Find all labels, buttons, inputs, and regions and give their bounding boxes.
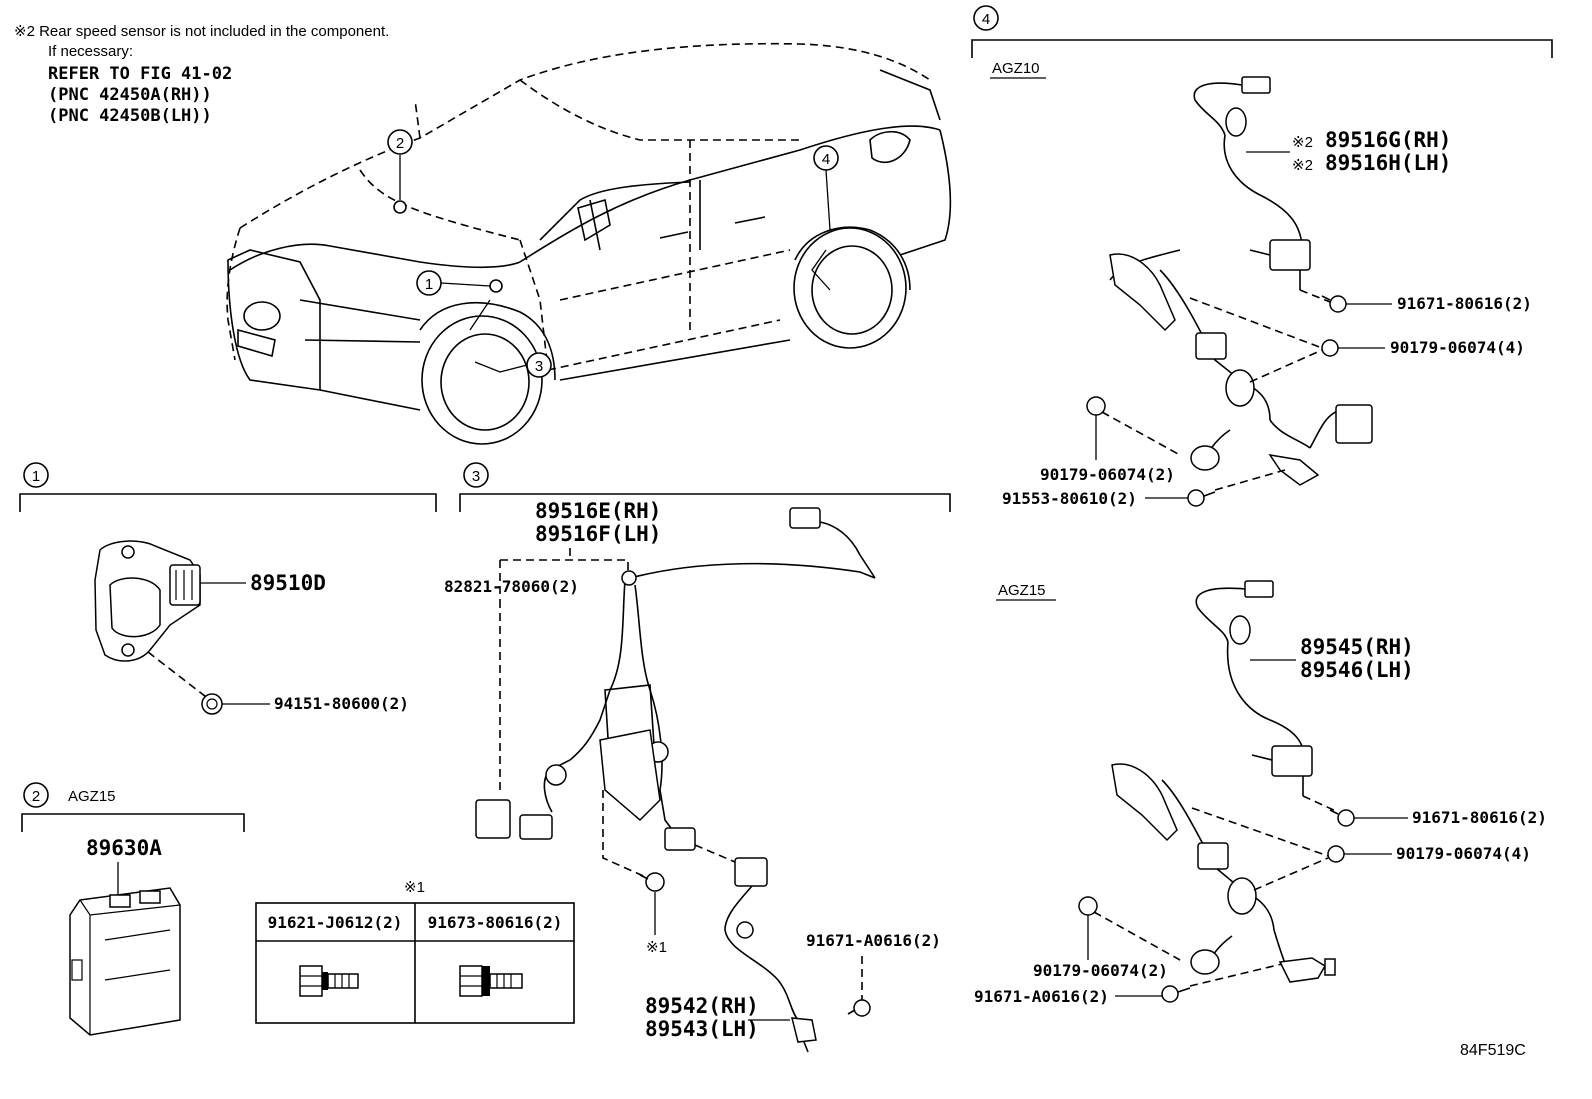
section-2-part-89630A: 89630A (86, 836, 162, 860)
section-3-part-lh: 89516F(LH) (535, 522, 661, 546)
section-2: 2 AGZ15 89630A (21, 782, 245, 1036)
section-3-clip: 82821-78060(2) (444, 577, 579, 596)
bolt-table-col1: 91621-J0612(2) (268, 913, 403, 932)
note-pnc-rh: (PNC 42450A(RH)) (48, 85, 212, 105)
agz15-model: AGZ15 (998, 582, 1046, 599)
note-rear-sensor: ※2 Rear speed sensor is not included in … (14, 23, 389, 40)
figure-id: 84F519C (1460, 1042, 1526, 1059)
section-1-part-94151: 94151-80600(2) (274, 694, 409, 713)
svg-text:3: 3 (535, 358, 543, 375)
section-3-note-mark: ※1 (646, 939, 667, 956)
bolt-91671-A0616 (847, 999, 871, 1017)
agz10-mark-rh: ※2 (1292, 134, 1313, 151)
section-4-agz10: AGZ10 ※2 89516 (990, 60, 1532, 508)
agz15-bolt-b: 91671-A0616(2) (974, 987, 1109, 1006)
rear-harness-89516G (1109, 76, 1373, 486)
section-1-number: 1 (32, 468, 40, 485)
agz10-part-rh: 89516G(RH) (1325, 128, 1451, 152)
section-4: 4 AGZ10 (971, 5, 1553, 1006)
wire-harness-89516E (475, 507, 876, 851)
section-4-agz15: AGZ15 89545(RH) 89546(LH) (974, 580, 1547, 1006)
vehicle-callout-3: 3 (526, 352, 552, 378)
agz15-part-rh: 89545(RH) (1300, 635, 1414, 659)
note-refer-fig: REFER TO FIG 41-02 (48, 64, 232, 84)
bolt-section-3-lower (639, 872, 665, 892)
section-3-sensor-rh: 89542(RH) (645, 994, 759, 1018)
note-if-necessary: If necessary: (48, 43, 133, 60)
agz15-nut-a: 90179-06074(4) (1396, 844, 1531, 863)
section-4-number: 4 (982, 11, 990, 28)
note-pnc-lh: (PNC 42450B(LH)) (48, 106, 212, 126)
control-module-89630A (69, 887, 181, 1036)
vehicle-outline (226, 42, 952, 445)
yaw-rate-sensor-89510D (94, 540, 201, 662)
agz10-nut-a: 90179-06074(4) (1390, 338, 1525, 357)
svg-text:2: 2 (396, 135, 404, 152)
agz10-bolt-a: 91671-80616(2) (1397, 294, 1532, 313)
section-3-bolt: 91671-A0616(2) (806, 931, 941, 950)
section-3-part-rh: 89516E(RH) (535, 499, 661, 523)
vehicle-callout-2: 2 (387, 129, 413, 155)
vehicle-callout-1: 1 (416, 270, 442, 296)
section-3-number: 3 (472, 468, 480, 485)
section-2-model: AGZ15 (68, 788, 116, 805)
agz10-nut-b: 90179-06074(2) (1040, 465, 1175, 484)
agz15-bolt-a: 91671-80616(2) (1412, 808, 1547, 827)
bolt-table: ※1 91621-J0612(2) 91673-80616(2) (255, 879, 575, 1024)
agz10-mark-lh: ※2 (1292, 157, 1313, 174)
bolt-91621-icon (299, 965, 359, 997)
agz10-bolt-b: 91553-80610(2) (1002, 489, 1137, 508)
section-2-number: 2 (32, 788, 40, 805)
bolt-91673-icon (459, 965, 523, 997)
section-3: 3 89516E(RH) 89516F(LH) 82821-78060(2) (444, 462, 951, 1053)
rear-harness-89545 (1111, 580, 1336, 983)
agz10-model: AGZ10 (992, 60, 1040, 77)
svg-text:1: 1 (425, 276, 433, 293)
svg-text:4: 4 (822, 151, 830, 168)
screw-94151 (201, 693, 223, 715)
agz15-part-lh: 89546(LH) (1300, 658, 1414, 682)
agz10-part-lh: 89516H(LH) (1325, 151, 1451, 175)
section-1-part-89510D: 89510D (250, 571, 326, 595)
section-3-sensor-lh: 89543(LH) (645, 1017, 759, 1041)
bolt-table-col2: 91673-80616(2) (428, 913, 563, 932)
agz15-nut-b: 90179-06074(2) (1033, 961, 1168, 980)
vehicle-callout-4: 4 (813, 145, 839, 171)
speed-sensor-89542 (724, 857, 817, 1053)
bolt-table-mark: ※1 (404, 879, 425, 896)
section-1: 1 89510D 94151-80600(2) (19, 462, 437, 715)
